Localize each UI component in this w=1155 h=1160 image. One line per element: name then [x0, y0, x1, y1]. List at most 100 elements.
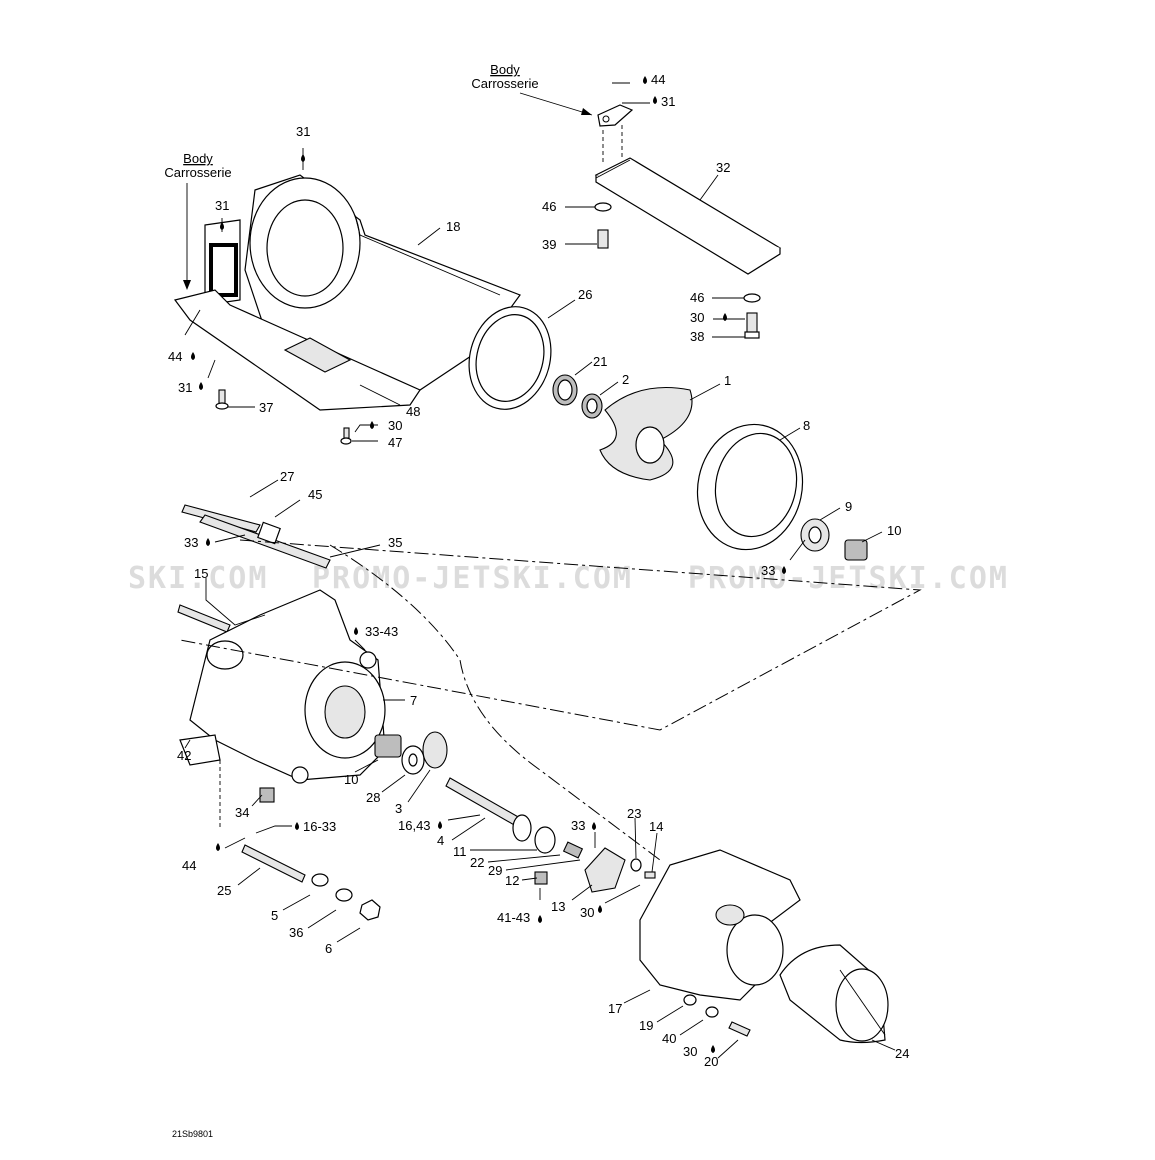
stud-25-shape — [241, 844, 306, 883]
nut-6 — [359, 899, 381, 921]
venturi-17 — [639, 849, 801, 1001]
drop-icon — [191, 352, 195, 360]
callout: 42 — [177, 748, 191, 763]
callout: 6 — [325, 941, 332, 956]
oring-11-shape — [534, 826, 556, 854]
callout: 26 — [578, 287, 592, 302]
washer-23-shape — [630, 858, 642, 872]
screw-47 — [340, 427, 352, 445]
nozzle-24 — [779, 944, 889, 1044]
nozzle-outlet — [835, 968, 889, 1042]
drop-icon — [199, 382, 203, 390]
callout: 30 — [690, 310, 704, 325]
support-bracket-32 — [594, 104, 782, 275]
callout: 5 — [271, 908, 278, 923]
body-label-top: Body Carrosserie — [471, 62, 593, 116]
callout: 16,43 — [398, 818, 431, 833]
nozzle-inner-line — [839, 969, 886, 1036]
callout: 14 — [649, 819, 663, 834]
housing-boss-2 — [291, 766, 309, 784]
stud-15 — [177, 604, 231, 633]
bolt-20-shape — [728, 1021, 751, 1037]
diagram-code: 21Sb9801 — [172, 1129, 213, 1139]
support-ring-inner — [266, 199, 344, 297]
body-label-left-line1: Body — [183, 151, 213, 166]
spring-22-shape — [562, 841, 584, 859]
callout: 31 — [661, 94, 675, 109]
oil-drop-markers — [191, 76, 786, 1053]
callout: 28 — [366, 790, 380, 805]
washer-40 — [705, 1006, 719, 1018]
drop-icon — [643, 76, 647, 84]
callout: 32 — [716, 160, 730, 175]
callout: 33 — [761, 563, 775, 578]
washer-23 — [630, 858, 642, 872]
washer-46b-shape — [743, 293, 761, 303]
drop-icon — [216, 843, 220, 851]
bracket-tab — [597, 104, 634, 127]
callout: 46 — [690, 290, 704, 305]
callout: 48 — [406, 404, 420, 419]
bracket-bar-edge — [595, 159, 631, 179]
bushing-21 — [552, 374, 578, 406]
body-left-arrowhead — [183, 280, 191, 290]
seal-ring-26 — [468, 306, 552, 410]
drop-icon — [782, 566, 786, 574]
bracket-tab-hole — [602, 115, 610, 123]
wear-ring-8-inner — [714, 432, 798, 538]
cap-13 — [584, 847, 626, 893]
venturi-body — [639, 849, 801, 1001]
seal-ring-26-inner — [475, 314, 545, 402]
bearing-10b-shape — [374, 734, 402, 758]
stud-15-shape — [177, 604, 231, 633]
callout: 36 — [289, 925, 303, 940]
pump-housing-7 — [179, 589, 386, 784]
callout: 23 — [627, 806, 641, 821]
washer-28 — [401, 745, 425, 775]
callout: 44 — [651, 72, 665, 87]
callout: 35 — [388, 535, 402, 550]
leader-lines — [184, 82, 896, 1059]
callout: 25 — [217, 883, 231, 898]
pump-support-18 — [173, 174, 521, 411]
stud-25 — [241, 844, 306, 883]
callout: 12 — [505, 873, 519, 888]
drop-icon — [438, 821, 442, 829]
callout: 31 — [178, 380, 192, 395]
callout: 17 — [608, 1001, 622, 1016]
drop-icon — [354, 627, 358, 635]
cap-13-shape — [584, 847, 626, 893]
wear-ring-8 — [696, 423, 804, 551]
callout: 29 — [488, 863, 502, 878]
callout: 45 — [308, 487, 322, 502]
bushing-2-hole — [586, 398, 598, 414]
gasket-seal — [209, 243, 238, 297]
bearing-3-shape — [422, 731, 448, 769]
impeller-hub — [635, 426, 665, 464]
callout: 10 — [344, 772, 358, 787]
callout: 7 — [410, 693, 417, 708]
shaft-45-collar — [257, 521, 281, 545]
callout: 30 — [388, 418, 402, 433]
drop-icon — [370, 421, 374, 429]
callout: 19 — [639, 1018, 653, 1033]
callout: 15 — [194, 566, 208, 581]
nut-6-shape — [359, 899, 381, 921]
nut-9-hole — [808, 526, 822, 544]
drive-shaft-4-flange — [512, 814, 532, 842]
drop-icon — [220, 222, 224, 230]
callout: 33-43 — [365, 624, 398, 639]
callout: 46 — [542, 199, 556, 214]
support-mount-block — [283, 337, 352, 373]
drop-icon — [206, 538, 210, 546]
body-label-left: Body Carrosserie — [164, 151, 232, 290]
drop-icon — [653, 96, 657, 104]
callout: 9 — [845, 499, 852, 514]
callout: 11 — [453, 844, 467, 859]
screw-37 — [215, 389, 229, 410]
drop-icon — [538, 915, 542, 923]
callout: 22 — [470, 855, 484, 870]
callout: 40 — [662, 1031, 676, 1046]
impeller-1 — [599, 387, 693, 481]
